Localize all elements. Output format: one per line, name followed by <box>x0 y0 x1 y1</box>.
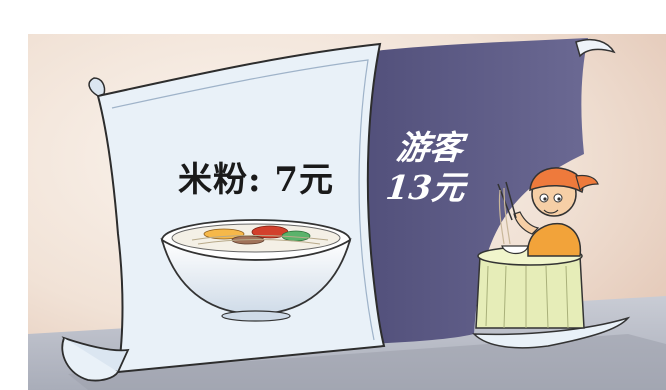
back-sign-bottom-curl <box>472 316 631 349</box>
cartoon-drawing <box>28 34 666 390</box>
kid-arm <box>513 211 540 235</box>
front-sign <box>96 42 386 374</box>
tourist-price-line1: 游客 <box>394 128 465 167</box>
rice-noodle-price-text: 米粉: 7元 <box>178 160 335 200</box>
rice-noodle-bowl <box>160 219 352 322</box>
cartoon-illustration: 米粉: 7元 游客 13元 <box>28 34 666 390</box>
back-sign <box>336 38 588 344</box>
kid-body <box>527 222 582 257</box>
tourist-price-line2: 13元 <box>383 168 467 207</box>
tourist-price-text: 游客 13元 <box>384 128 471 208</box>
back-sign-curl <box>575 38 616 58</box>
tourist-scene <box>475 167 599 329</box>
